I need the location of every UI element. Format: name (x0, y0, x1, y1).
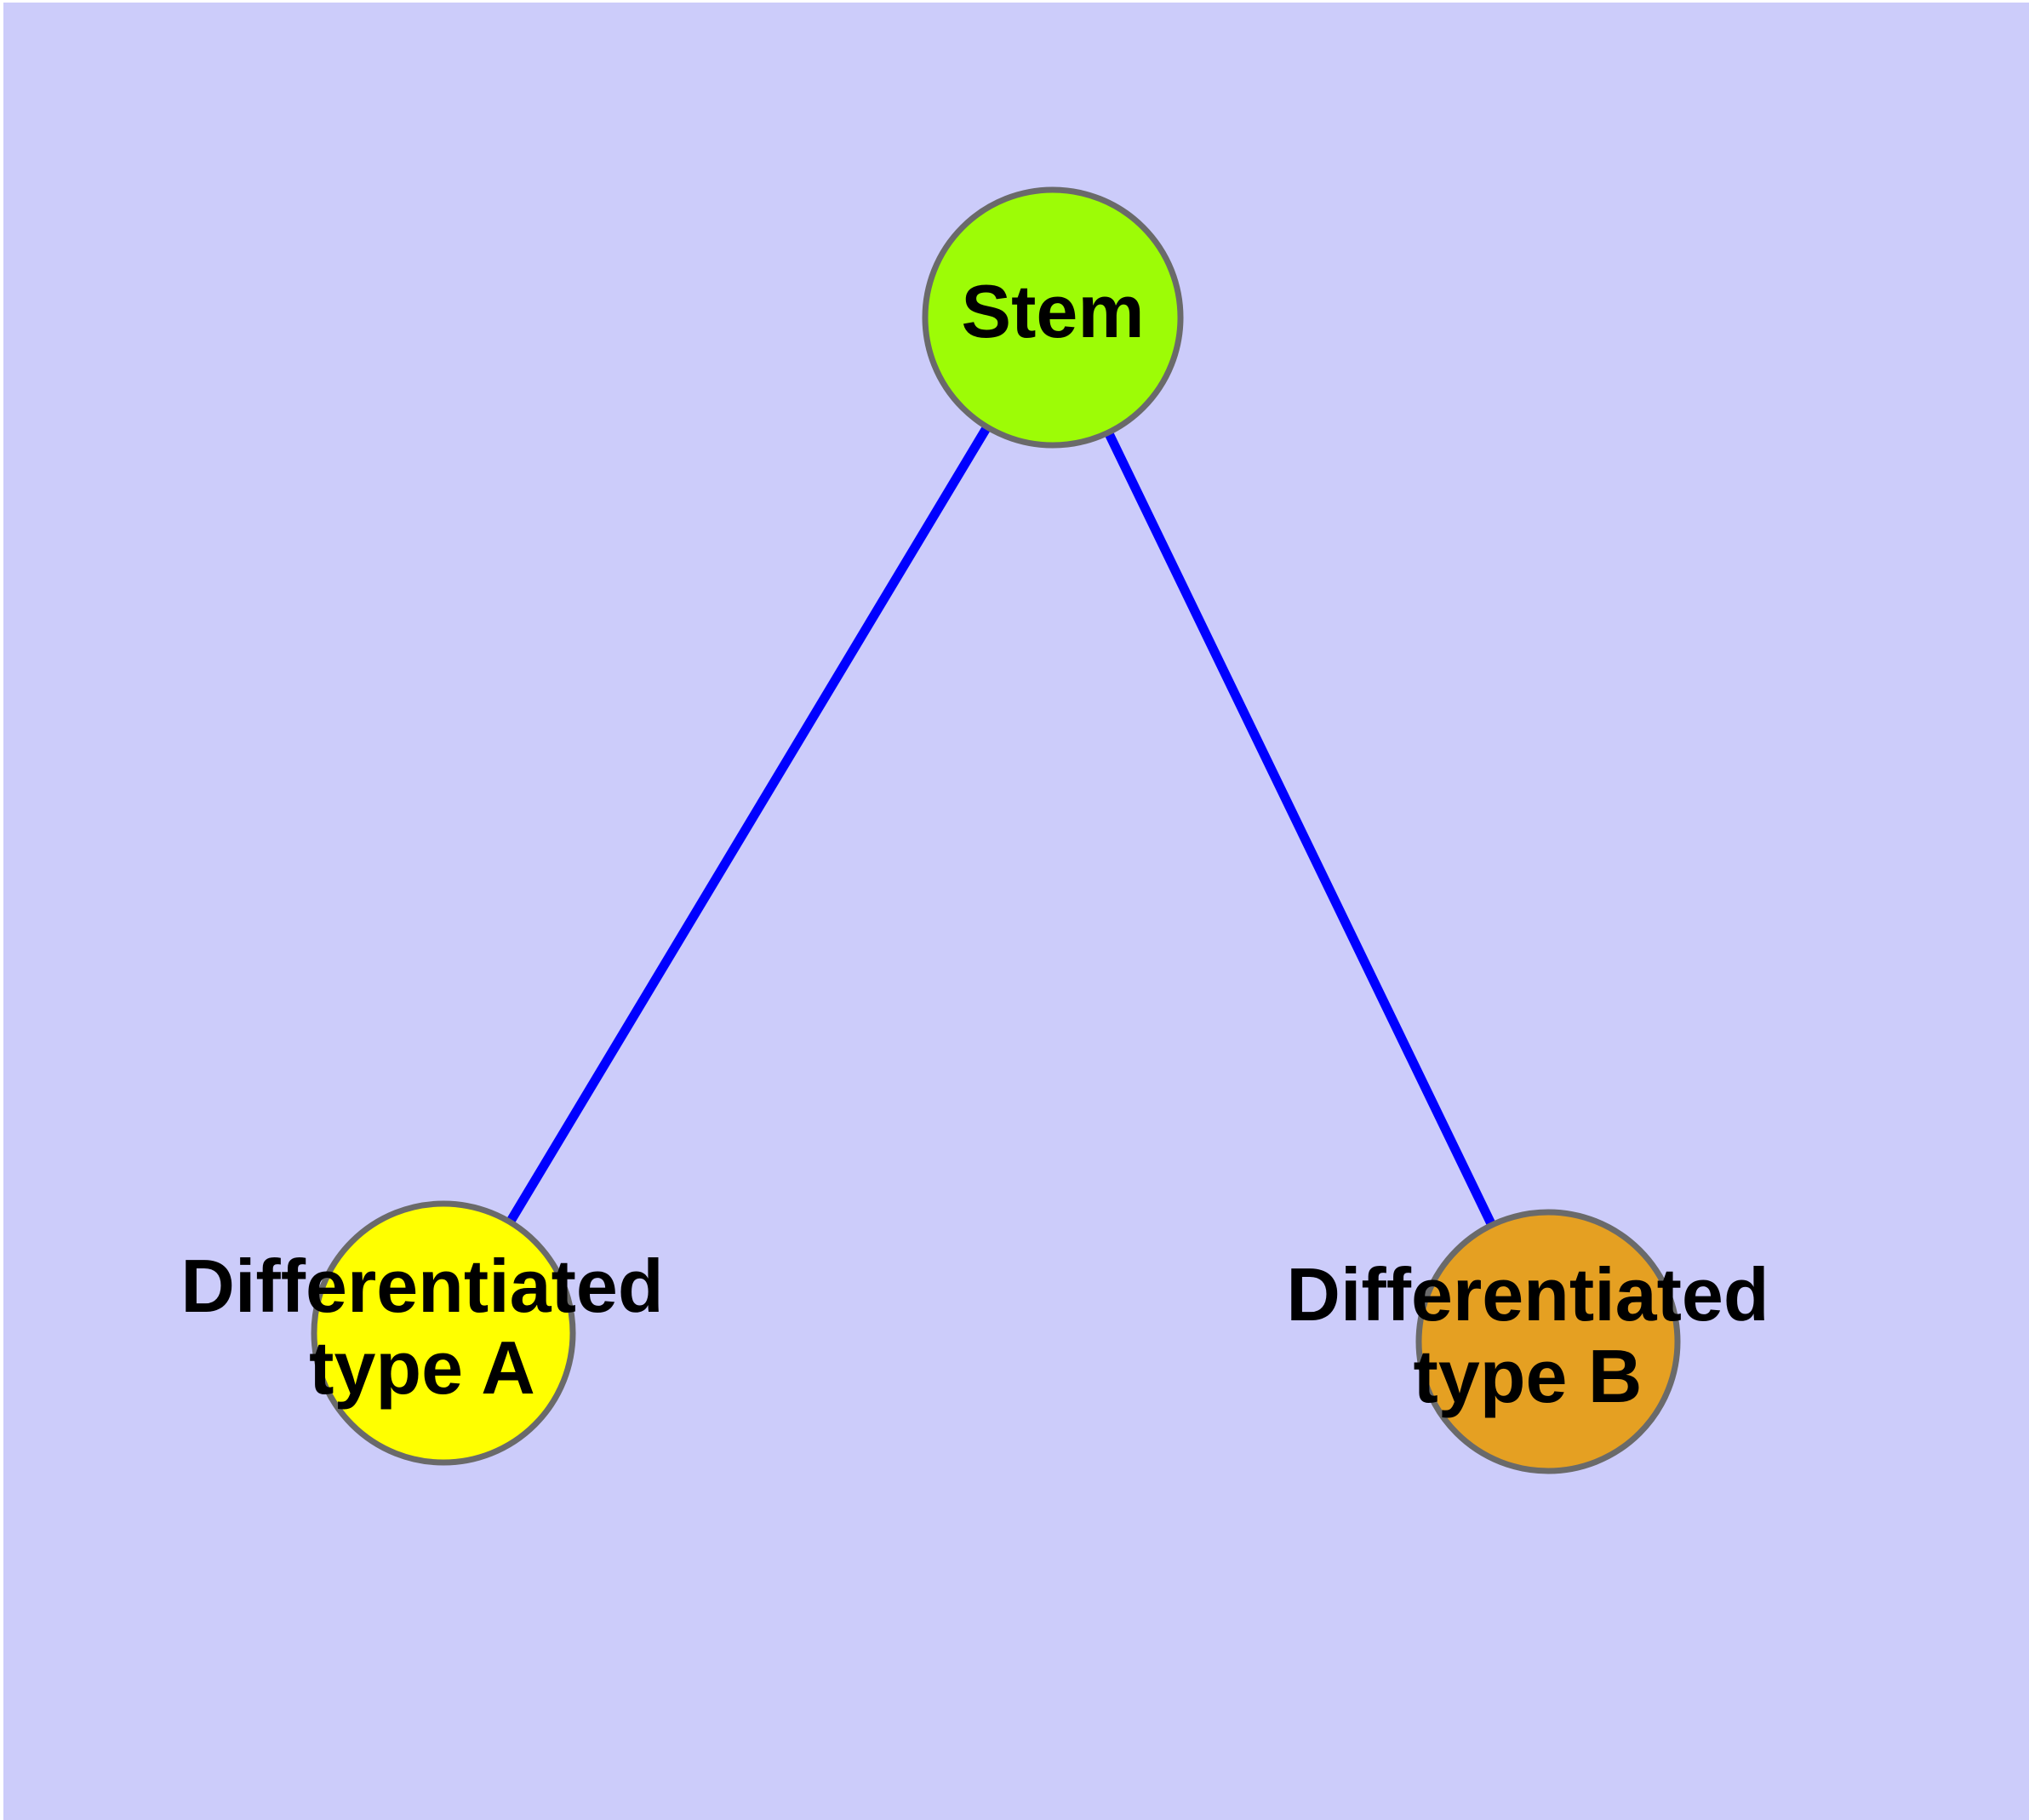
node-label-stem: Stem (961, 269, 1144, 353)
node-circle-stem[interactable] (922, 186, 1184, 449)
edges-layer (439, 315, 1552, 1344)
graph-edge-stem-to-diff-a[interactable] (439, 315, 1057, 1336)
node-label-line: type A (309, 1325, 535, 1410)
node-label-line: Stem (961, 269, 1144, 353)
node-label-line: Differentiated (1286, 1252, 1769, 1336)
graph-edge-stem-to-diff-b[interactable] (1049, 315, 1552, 1344)
node-label-line: type B (1414, 1334, 1643, 1418)
graph-node-stem[interactable]: Stem (922, 186, 1184, 449)
node-circle-diff-b[interactable] (1415, 1209, 1681, 1474)
node-circle-diff-a[interactable] (311, 1200, 576, 1466)
node-label-line: Differentiated (180, 1244, 663, 1328)
